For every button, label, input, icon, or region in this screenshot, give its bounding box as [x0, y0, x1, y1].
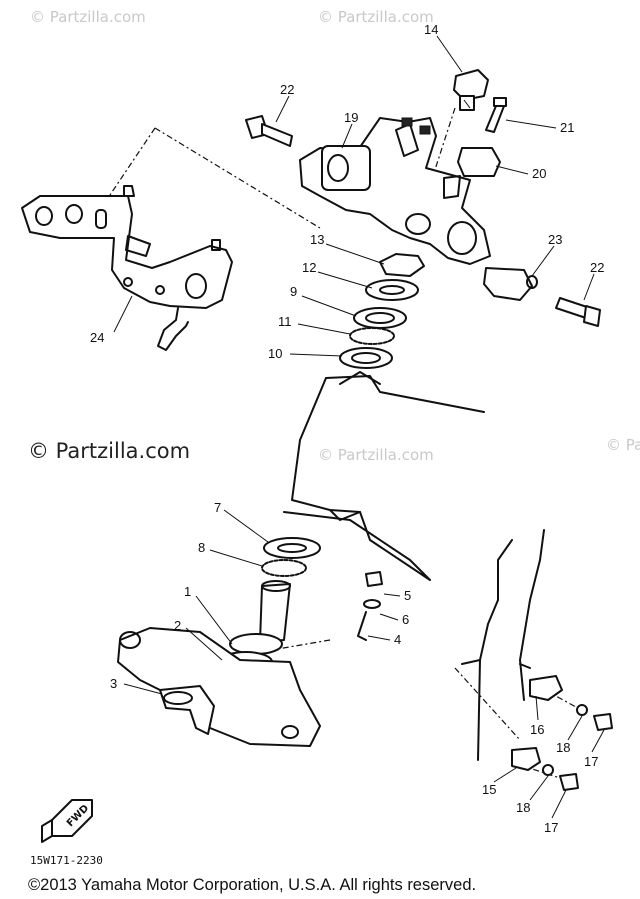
washer-part-18b [542, 764, 554, 776]
watermark-main: © Partzilla.com [28, 439, 190, 463]
callout-18-lower: 18 [516, 800, 530, 815]
bolt-part-14 [453, 69, 489, 111]
callout-22-lower: 22 [590, 260, 604, 275]
bolt-part-21 [485, 97, 507, 133]
fork-tube-outline [461, 529, 545, 761]
callout-8: 8 [198, 540, 205, 555]
screw-part-5 [365, 571, 383, 587]
race-part-10 [339, 347, 393, 369]
upper-bearing-stack [339, 253, 425, 369]
callout-17-upper: 17 [584, 754, 598, 769]
washer-part-6 [363, 599, 381, 609]
clamp-part-23 [483, 267, 538, 301]
callout-19: 19 [344, 110, 358, 125]
bracket-part-4 [357, 611, 367, 641]
callout-23: 23 [548, 232, 562, 247]
callout-7: 7 [214, 500, 221, 515]
watermark-faint: © Partzilla.com [318, 8, 434, 26]
callout-4: 4 [394, 632, 401, 647]
watermark-faint: © Partzilla.com [30, 8, 146, 26]
upper-bracket-part-19 [299, 117, 491, 265]
callout-21: 21 [560, 120, 574, 135]
headlight-bracket-part-24 [21, 185, 233, 351]
race-part-9 [353, 307, 407, 329]
cable-clamps [511, 675, 613, 791]
copyright-text: ©2013 Yamaha Motor Corporation, U.S.A. A… [28, 876, 476, 894]
bolt-part-22-lower [555, 297, 601, 327]
forward-arrow-icon: FWD [41, 799, 93, 843]
callout-15: 15 [482, 782, 496, 797]
watermark-faint: © Partzilla.com [606, 436, 640, 454]
watermark-faint: © Partzilla.com [318, 446, 434, 464]
callout-5: 5 [404, 588, 411, 603]
diagram-code: 15W171-2230 [30, 854, 103, 867]
screw-parts-4-5-6 [357, 571, 383, 641]
bolt-part-17a [593, 713, 613, 731]
plate-part-20 [457, 147, 501, 177]
callout-13: 13 [310, 232, 324, 247]
faint-watermarks: © Partzilla.com © Partzilla.com © Partzi… [30, 8, 640, 464]
callout-14: 14 [424, 22, 438, 37]
callout-3: 3 [110, 676, 117, 691]
callout-12: 12 [302, 260, 316, 275]
callout-22-upper: 22 [280, 82, 294, 97]
clamp-part-16 [529, 675, 563, 701]
seal-part-1 [229, 633, 283, 655]
bolt-part-17b [559, 773, 579, 791]
callout-9: 9 [290, 284, 297, 299]
lower-bearing-stack [261, 537, 321, 577]
callout-17-lower: 17 [544, 820, 558, 835]
callout-1: 1 [184, 584, 191, 599]
clamp-part-15 [511, 747, 541, 771]
callout-leaders [113, 35, 605, 819]
washer-part-18a [576, 704, 588, 716]
balls-part-11 [349, 327, 395, 345]
balls-part-8 [261, 559, 307, 577]
bolt-part-22-upper [245, 115, 293, 147]
callout-2: 2 [174, 618, 181, 633]
callout-labels: 14 22 19 21 20 23 22 13 12 9 11 10 24 7 … [90, 22, 604, 835]
callout-24: 24 [90, 330, 104, 345]
nut-part-13 [379, 253, 425, 277]
clamp-part-3 [159, 685, 215, 735]
callout-20: 20 [532, 166, 546, 181]
callout-18-upper: 18 [556, 740, 570, 755]
callout-11: 11 [278, 314, 292, 329]
callout-10: 10 [268, 346, 282, 361]
callout-6: 6 [402, 612, 409, 627]
race-part-7 [263, 537, 321, 559]
callout-16: 16 [530, 722, 544, 737]
washer-part-12 [365, 279, 419, 301]
lower-bracket-stem [117, 580, 321, 747]
frame-head-outline [283, 371, 485, 581]
